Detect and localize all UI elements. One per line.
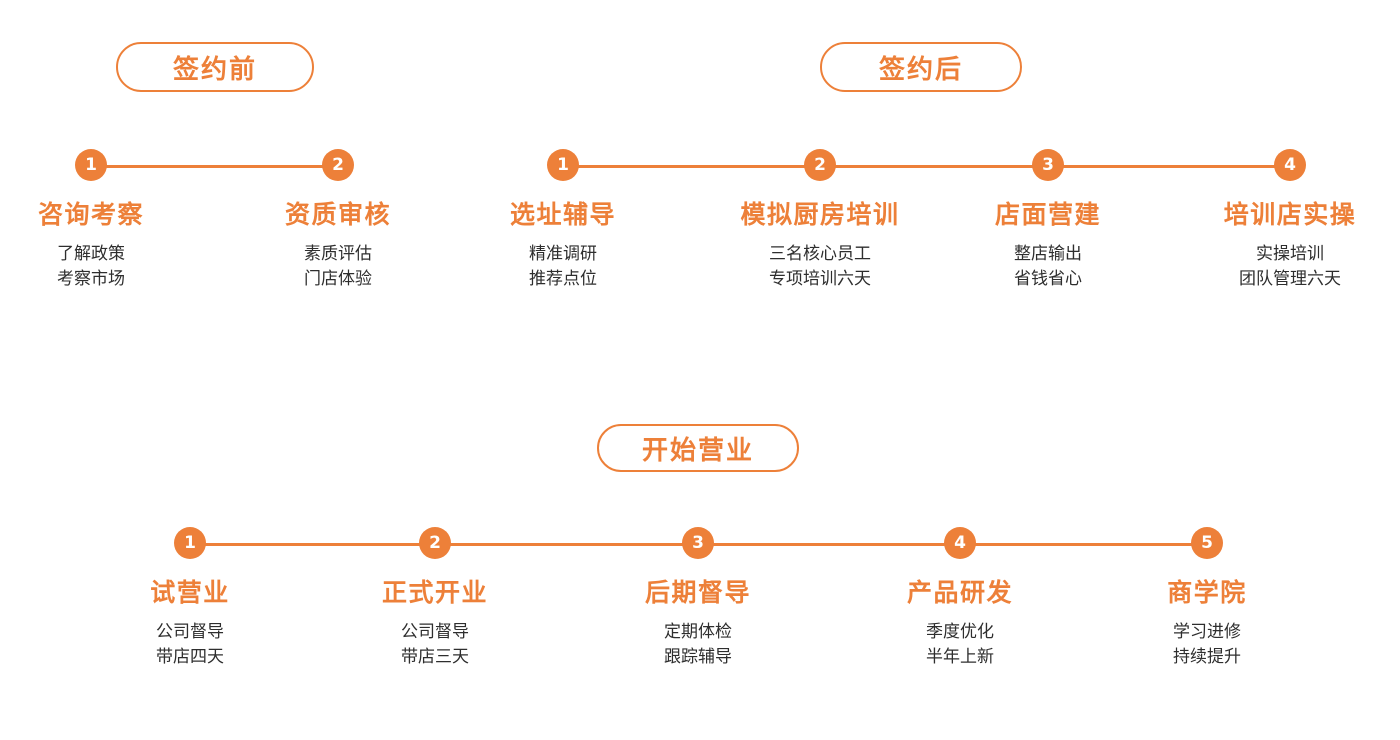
step-number-badge: 4 (944, 527, 976, 559)
step-number-badge: 3 (682, 527, 714, 559)
step-title: 产品研发 (906, 578, 1013, 607)
step-detail-line: 持续提升 (1173, 647, 1241, 667)
timeline-post-signing: 1 选址辅导 精准调研 推荐点位 2 模拟厨房培训 三名核心员工 专项培训六天 … (450, 130, 1400, 340)
step-detail-line: 了解政策 (57, 244, 125, 264)
step-detail-line: 公司督导 (156, 622, 224, 642)
timeline-start-business: 1 试营业 公司督导 带店四天 2 正式开业 公司督导 带店三天 3 后期督导 … (60, 508, 1400, 718)
step-title: 正式开业 (381, 578, 488, 607)
timeline-pre-signing: 1 咨询考察 了解政策 考察市场 2 资质审核 素质评估 门店体验 (0, 130, 420, 340)
step-title: 培训店实操 (1223, 200, 1357, 229)
step-title: 店面营建 (994, 200, 1101, 229)
step-detail-line: 省钱省心 (1014, 269, 1082, 289)
step-number-badge: 4 (1274, 149, 1306, 181)
step-detail-line: 定期体检 (664, 622, 732, 642)
step-detail-line: 团队管理六天 (1239, 269, 1341, 289)
step-detail-line: 三名核心员工 (769, 244, 871, 264)
timeline-step[interactable]: 5 商学院 学习进修 持续提升 (1087, 508, 1327, 670)
step-detail-line: 专项培训六天 (769, 269, 871, 289)
step-detail-line: 带店三天 (401, 647, 469, 667)
step-title: 试营业 (150, 578, 230, 607)
step-detail-line: 整店输出 (1014, 244, 1082, 264)
step-detail-line: 考察市场 (57, 269, 125, 289)
step-detail-list: 了解政策 考察市场 (0, 242, 191, 292)
section-header-post-signing: 签约后 (820, 42, 1022, 92)
step-detail-list: 整店输出 省钱省心 (928, 242, 1168, 292)
step-detail-line: 公司督导 (401, 622, 469, 642)
section-header-pre-signing: 签约前 (116, 42, 314, 92)
step-number-badge: 3 (1032, 149, 1064, 181)
step-title: 选址辅导 (509, 200, 616, 229)
timeline-track (563, 165, 1290, 168)
timeline-step[interactable]: 2 模拟厨房培训 三名核心员工 专项培训六天 (700, 130, 940, 292)
step-detail-list: 实操培训 团队管理六天 (1170, 242, 1400, 292)
section-header-label: 签约前 (172, 54, 257, 85)
step-number-badge: 2 (322, 149, 354, 181)
step-title: 咨询考察 (37, 200, 144, 229)
step-title: 资质审核 (284, 200, 391, 229)
timeline-track (91, 165, 338, 168)
step-detail-list: 定期体检 跟踪辅导 (578, 620, 818, 670)
step-number-badge: 1 (174, 527, 206, 559)
step-title: 商学院 (1167, 578, 1247, 607)
timeline-step[interactable]: 2 资质审核 素质评估 门店体验 (238, 130, 438, 292)
step-detail-list: 公司督导 带店四天 (70, 620, 310, 670)
step-title: 后期督导 (644, 578, 751, 607)
timeline-step[interactable]: 1 咨询考察 了解政策 考察市场 (0, 130, 191, 292)
step-detail-list: 学习进修 持续提升 (1087, 620, 1327, 670)
step-number-badge: 1 (547, 149, 579, 181)
timeline-step[interactable]: 4 产品研发 季度优化 半年上新 (840, 508, 1080, 670)
step-detail-list: 精准调研 推荐点位 (443, 242, 683, 292)
step-detail-list: 素质评估 门店体验 (238, 242, 438, 292)
step-detail-line: 实操培训 (1256, 244, 1324, 264)
section-header-label: 签约后 (878, 54, 963, 85)
step-detail-list: 公司督导 带店三天 (315, 620, 555, 670)
timeline-step[interactable]: 3 后期督导 定期体检 跟踪辅导 (578, 508, 818, 670)
timeline-step[interactable]: 1 试营业 公司督导 带店四天 (70, 508, 310, 670)
step-number-badge: 2 (419, 527, 451, 559)
step-title: 模拟厨房培训 (740, 200, 900, 229)
step-detail-line: 跟踪辅导 (664, 647, 732, 667)
section-header-start-business: 开始营业 (597, 424, 799, 472)
step-number-badge: 2 (804, 149, 836, 181)
step-detail-line: 半年上新 (926, 647, 994, 667)
step-number-badge: 5 (1191, 527, 1223, 559)
step-number-badge: 1 (75, 149, 107, 181)
step-detail-line: 带店四天 (156, 647, 224, 667)
step-detail-line: 素质评估 (304, 244, 372, 264)
step-detail-list: 三名核心员工 专项培训六天 (700, 242, 940, 292)
step-detail-line: 精准调研 (529, 244, 597, 264)
timeline-step[interactable]: 1 选址辅导 精准调研 推荐点位 (443, 130, 683, 292)
step-detail-line: 学习进修 (1173, 622, 1241, 642)
section-header-label: 开始营业 (641, 435, 754, 466)
timeline-step[interactable]: 4 培训店实操 实操培训 团队管理六天 (1170, 130, 1400, 292)
step-detail-line: 季度优化 (926, 622, 994, 642)
timeline-step[interactable]: 2 正式开业 公司督导 带店三天 (315, 508, 555, 670)
timeline-step[interactable]: 3 店面营建 整店输出 省钱省心 (928, 130, 1168, 292)
step-detail-line: 推荐点位 (529, 269, 597, 289)
step-detail-list: 季度优化 半年上新 (840, 620, 1080, 670)
step-detail-line: 门店体验 (304, 269, 372, 289)
